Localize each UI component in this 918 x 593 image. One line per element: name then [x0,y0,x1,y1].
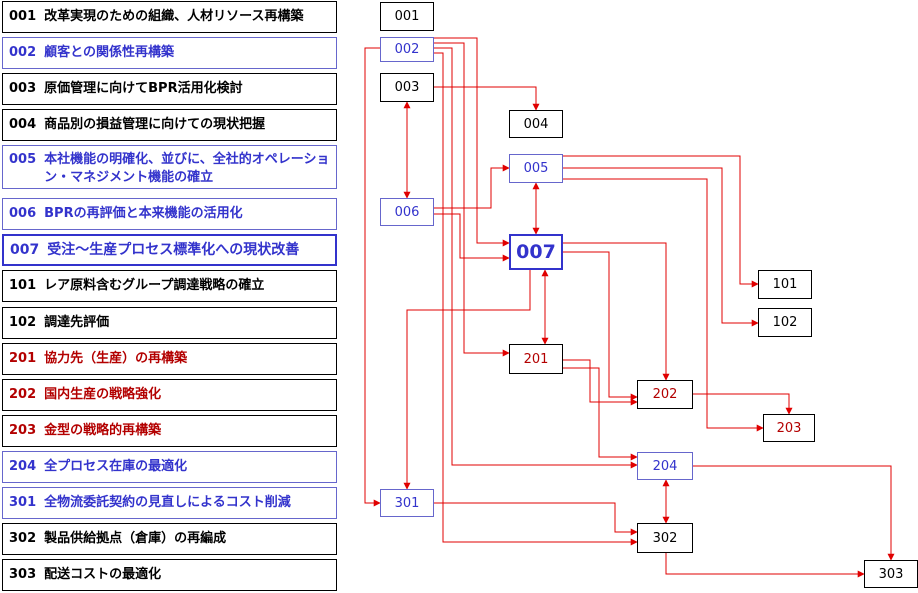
list-text: 国内生産の戦略強化 [44,387,162,403]
node-005: 005 [509,154,563,183]
node-102: 102 [758,308,812,337]
list-item-003: 003 原価管理に向けてBPR活用化検討 [2,73,337,105]
list-code: 004 [9,117,37,133]
node-302: 302 [637,523,693,553]
list-item-007: 007 受注～生産プロセス標準化への現状改善 [2,234,337,266]
edge-301-302 [434,502,638,536]
edge-005-203 [563,178,764,432]
edge-002-302 [434,52,638,546]
list-code: 002 [9,45,37,61]
edge-005-102 [563,167,759,327]
list-item-201: 201 協力先（生産）の再構築 [2,343,337,375]
node-203: 203 [763,414,815,442]
list-text: 調達先評価 [44,315,110,331]
edge-007-301 [403,270,531,490]
list-code: 301 [9,495,37,511]
list-item-101: 101 レア原料含むグループ調達戦略の確立 [2,270,337,302]
list-text: 協力先（生産）の再構築 [44,351,188,367]
list-code: 001 [9,9,37,25]
edge-005-101 [563,155,759,288]
edge-007-202b [563,251,638,401]
list-text: 本社機能の明確化、並びに、全社的オペレーション・マネジメント機能の確立 [44,152,330,185]
node-002: 002 [380,37,434,62]
edge-202-203 [693,393,793,415]
list-code: 003 [9,81,37,97]
list-code: 302 [9,531,37,547]
edge-201-202 [563,359,638,406]
list-text: 原価管理に向けてBPR活用化検討 [44,81,243,97]
list-item-203: 203 金型の戦略的再構築 [2,415,337,447]
list-text: 製品供給拠点（倉庫）の再編成 [44,531,227,547]
list-text: 配送コストの最適化 [44,567,162,583]
list-code: 007 [10,241,40,258]
node-003: 003 [380,73,434,102]
edge-002-301 [364,47,381,507]
edge-204-303 [693,465,895,561]
node-001: 001 [380,2,434,31]
list-code: 204 [9,459,37,475]
list-text: 金型の戦略的再構築 [44,423,162,439]
list-item-302: 302 製品供給拠点（倉庫）の再編成 [2,523,337,555]
list-code: 203 [9,423,37,439]
node-007: 007 [509,234,563,270]
list-item-204: 204 全プロセス在庫の最適化 [2,451,337,483]
node-202: 202 [637,380,693,409]
list-code: 101 [9,278,37,294]
edge-006-007 [434,213,510,262]
list-text: 全プロセス在庫の最適化 [44,459,188,475]
list-text: 全物流委託契約の見直しによるコスト削減 [44,495,291,511]
list-code: 202 [9,387,37,403]
list-text: 改革実現のための組織、人材リソース再構築 [44,9,304,25]
list-code: 102 [9,315,37,331]
edge-003-004 [434,86,540,111]
list-item-001: 001 改革実現のための組織、人材リソース再構築 [2,1,337,33]
node-301: 301 [380,489,434,517]
list-item-301: 301 全物流委託契約の見直しによるコスト削減 [2,487,337,519]
edge-002-204 [434,47,638,469]
list-text: 顧客との関係性再構築 [44,45,175,61]
node-204: 204 [637,452,693,480]
list-text: レア原料含むグループ調達戦略の確立 [44,278,265,294]
list-item-002: 002 顧客との関係性再構築 [2,37,337,69]
edge-007-202 [563,242,670,381]
node-101: 101 [758,270,812,299]
node-006: 006 [380,198,434,226]
list-text: 受注～生産プロセス標準化への現状改善 [47,241,300,258]
list-code: 006 [9,206,37,222]
edge-006-005 [434,164,510,209]
edge-302-303 [665,553,865,578]
list-item-006: 006 BPRの再評価と本来機能の活用化 [2,198,337,230]
list-text: BPRの再評価と本来機能の活用化 [44,206,243,222]
list-item-102: 102 調達先評価 [2,307,337,339]
node-004: 004 [509,110,563,138]
edge-002-201 [434,42,510,357]
list-item-202: 202 国内生産の戦略強化 [2,379,337,411]
edge-201-204 [563,367,638,461]
list-text: 商品別の損益管理に向けての現状把握 [44,117,266,133]
node-303: 303 [864,560,918,588]
list-item-005: 005 本社機能の明確化、並びに、全社的オペレーション・マネジメント機能の確立 [2,145,337,189]
list-item-004: 004 商品別の損益管理に向けての現状把握 [2,109,337,141]
list-code: 201 [9,351,37,367]
list-item-303: 303 配送コストの最適化 [2,559,337,591]
list-code: 303 [9,567,37,583]
edge-002-007 [434,37,510,247]
list-code: 005 [9,152,37,167]
node-201: 201 [509,344,563,374]
